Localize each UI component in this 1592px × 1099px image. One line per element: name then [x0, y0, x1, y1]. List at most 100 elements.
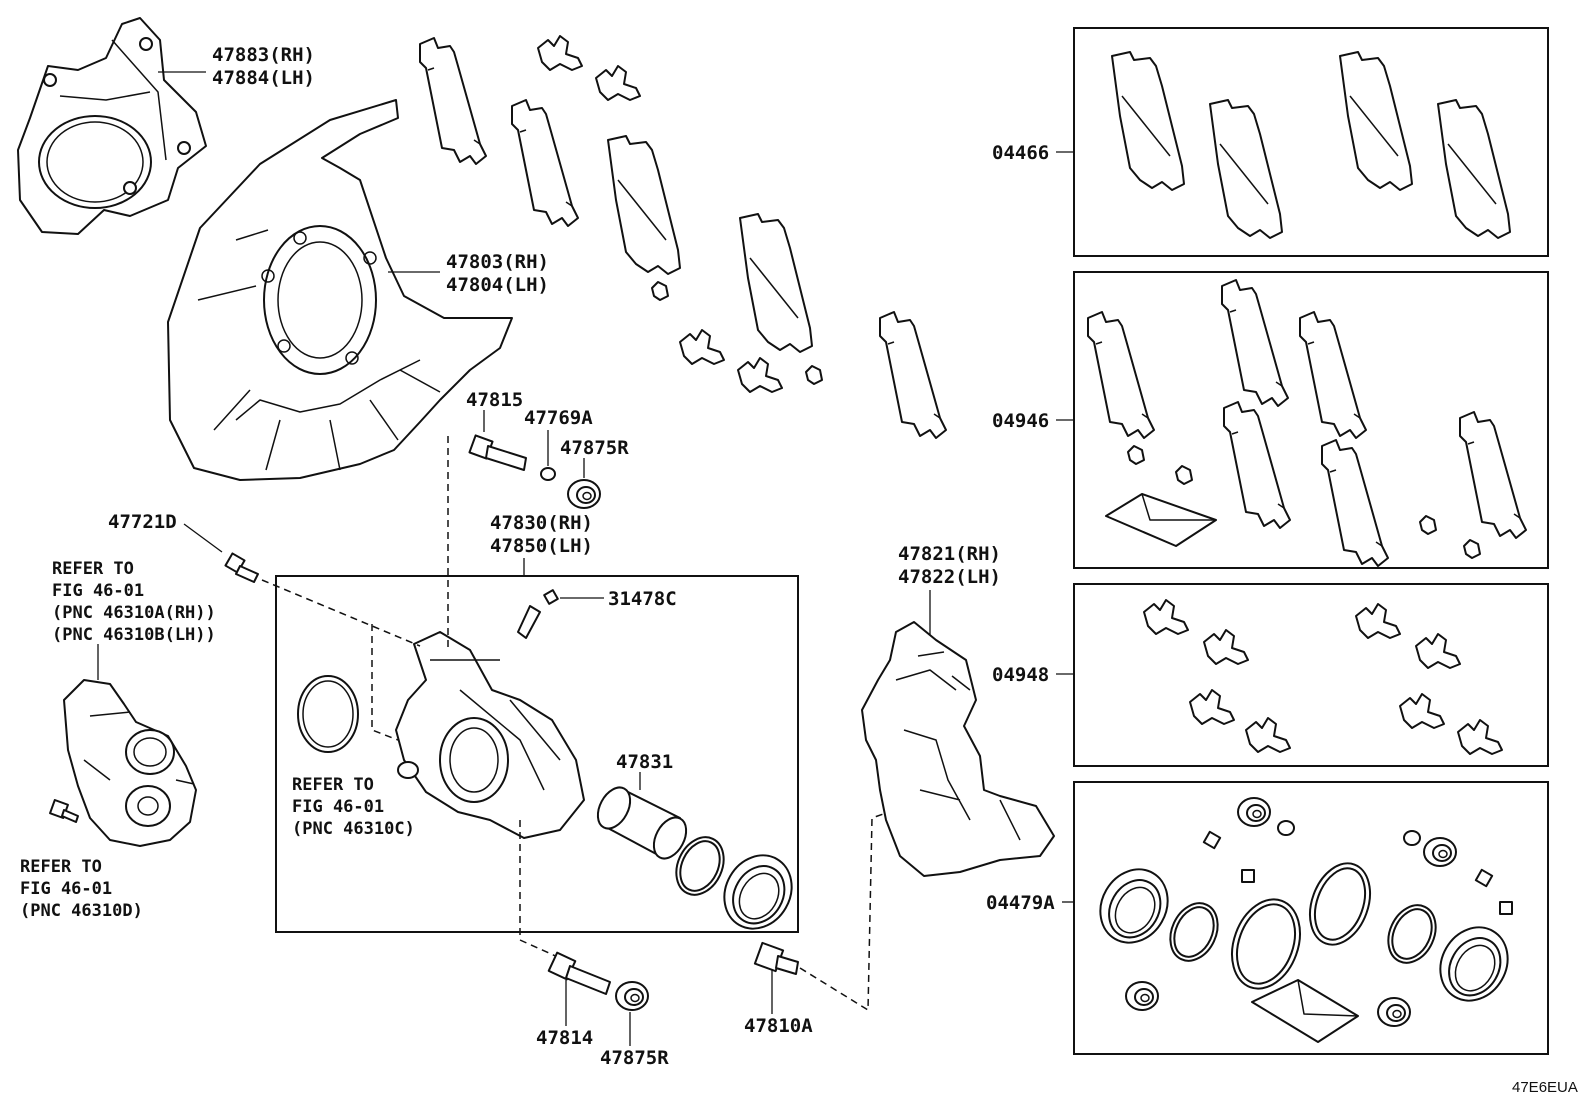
caliper-assembly-frame	[275, 575, 799, 933]
piston-seal-part	[297, 675, 359, 753]
kit-04479A-ring-4	[1378, 896, 1446, 972]
pad-illustration-2	[739, 213, 813, 353]
slide-pin-47814-part	[547, 951, 611, 995]
kit-04946-grease-pack	[1105, 493, 1217, 547]
smallclip-illustration-2	[805, 365, 823, 385]
pad-illustration-1	[607, 135, 681, 275]
slide-pin-47815-part	[468, 434, 527, 471]
boot-47875R-bottom-part	[615, 981, 649, 1011]
label-caliper-rh: 47830(RH)	[490, 512, 593, 534]
clip-illustration-2	[595, 65, 641, 101]
kit-04479A-ring-2	[1231, 898, 1301, 990]
kit-04466-frame	[1073, 27, 1549, 257]
kit-04479A-smallparts	[1202, 820, 1513, 915]
kit-04479A-grease-pack	[1251, 979, 1359, 1043]
shim-illustration-2	[511, 99, 579, 227]
kit-04479A-ring-1	[1160, 894, 1228, 970]
bolt-47810A-part	[753, 941, 799, 975]
kit-04948-frame	[1073, 583, 1549, 767]
refer-motor-line-3: (PNC 46310A(RH))	[52, 603, 216, 623]
piston-boot-part	[710, 842, 806, 942]
boot-47875R-top-part	[567, 479, 601, 509]
label-04466: 04466	[992, 142, 1049, 164]
kit-04466-pad-1	[1111, 51, 1185, 191]
caliper-body-part	[395, 631, 585, 839]
label-04946: 04946	[992, 410, 1049, 432]
label-47810A: 47810A	[744, 1015, 813, 1037]
label-dust-cover-lh: 47804(LH)	[446, 274, 549, 296]
kit-04946-shim-6	[1459, 411, 1527, 539]
shim-illustration-3	[879, 311, 947, 439]
backing-plate-part	[17, 17, 207, 235]
smallclip-illustration-1	[651, 281, 669, 301]
label-47814: 47814	[536, 1027, 593, 1049]
kit-04946-shim-2	[1221, 279, 1289, 407]
clip-illustration-3	[679, 329, 725, 365]
refer-motor-line-2: FIG 46-01	[52, 581, 144, 601]
label-backing-plate-lh: 47884(LH)	[212, 67, 315, 89]
kit-04948-clip-8	[1457, 719, 1503, 755]
kit-04948-clip-3	[1189, 689, 1235, 725]
kit-04466-pad-4	[1437, 99, 1511, 239]
kit-04479A-frame	[1073, 781, 1549, 1055]
label-04479A: 04479A	[986, 892, 1055, 914]
kit-04479A-boot-2	[1423, 837, 1457, 867]
shim-illustration-1	[419, 37, 487, 165]
refer-seal-line-2: FIG 46-01	[292, 797, 384, 817]
kit-04946-smallclip-2	[1175, 465, 1193, 485]
label-mounting-rh: 47821(RH)	[898, 543, 1001, 565]
clip-illustration-4	[737, 357, 783, 393]
kit-04946-shim-3	[1299, 311, 1367, 439]
kit-04946-shim-1	[1087, 311, 1155, 439]
kit-04946-smallclip-3	[1419, 515, 1437, 535]
label-31478C: 31478C	[608, 588, 677, 610]
caliper-mounting-part	[861, 621, 1055, 877]
label-caliper-lh: 47850(LH)	[490, 535, 593, 557]
refer-motor-line-1: REFER TO	[52, 559, 134, 579]
clip-illustration-1	[537, 35, 583, 71]
refer-seal-line-1: REFER TO	[292, 775, 374, 795]
refer-seal-line-3: (PNC 46310C)	[292, 819, 415, 839]
illustration-code: 47E6EUA	[1512, 1079, 1578, 1096]
kit-04479A-ring-3	[1309, 862, 1371, 946]
motor-bolt-part	[49, 799, 79, 823]
kit-04479A-seal-1	[1086, 856, 1182, 956]
label-47721D: 47721D	[108, 511, 177, 533]
refer-bolt-line-1: REFER TO	[20, 857, 102, 877]
refer-motor-line-4: (PNC 46310B(LH))	[52, 625, 216, 645]
label-mounting-lh: 47822(LH)	[898, 566, 1001, 588]
label-47831: 47831	[616, 751, 673, 773]
refer-bolt-line-2: FIG 46-01	[20, 879, 112, 899]
kit-04946-smallclip-1	[1127, 445, 1145, 465]
refer-bolt-line-3: (PNC 46310D)	[20, 901, 143, 921]
kit-04466-pad-2	[1209, 99, 1283, 239]
label-47815: 47815	[466, 389, 523, 411]
kit-04948-clip-2	[1203, 629, 1249, 665]
kit-04948-clip-4	[1245, 717, 1291, 753]
kit-04479A-boot-4	[1377, 997, 1411, 1027]
kit-04948-clip-1	[1143, 599, 1189, 635]
kit-04479A-seal-2	[1426, 914, 1522, 1014]
label-backing-plate-rh: 47883(RH)	[212, 44, 315, 66]
bleeder-plug-part	[517, 589, 559, 639]
label-04948: 04948	[992, 664, 1049, 686]
dust-cover-part	[167, 99, 513, 481]
bolt-47721D-part	[224, 552, 259, 583]
kit-04479A-boot-1	[1237, 797, 1271, 827]
label-47769A: 47769A	[524, 407, 593, 429]
kit-04948-clip-7	[1399, 693, 1445, 729]
kit-04948-clip-6	[1415, 633, 1461, 669]
boot-47769A-part	[540, 467, 556, 481]
label-47875R-top: 47875R	[560, 437, 629, 459]
kit-04948-clip-5	[1355, 603, 1401, 639]
label-dust-cover-rh: 47803(RH)	[446, 251, 549, 273]
kit-04479A-boot-3	[1125, 981, 1159, 1011]
piston-47831-part	[596, 786, 688, 860]
label-47875R-bottom: 47875R	[600, 1047, 669, 1069]
kit-04946-shim-5	[1321, 439, 1389, 567]
kit-04946-shim-4	[1223, 401, 1291, 529]
kit-04946-smallclip-4	[1463, 539, 1481, 559]
parking-motor-part	[63, 679, 197, 847]
kit-04466-pad-3	[1339, 51, 1413, 191]
